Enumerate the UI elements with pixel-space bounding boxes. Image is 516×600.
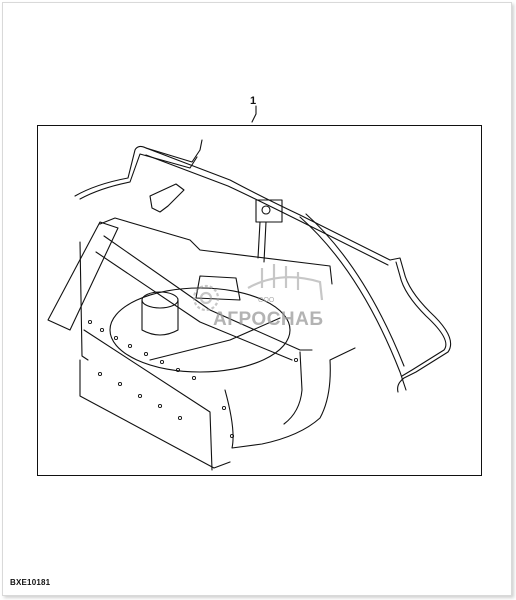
spindle [141,299,179,336]
spindle-hub [141,291,179,309]
callout-number: 1 [250,95,257,107]
valve-knob [261,205,271,215]
tube-upper-inner [79,153,198,200]
tube-drop-inner [395,261,447,377]
figure-frame [37,125,482,476]
deck-side [83,329,213,471]
tube-drop [389,257,452,393]
page-sheet [2,2,512,596]
watermark-emblem [192,264,324,312]
blade-disc [109,287,291,373]
tube-right [299,216,407,391]
bolt-row [87,319,299,439]
deck-skirt [79,359,231,469]
callout-leader [251,105,257,123]
deck-arm [103,235,313,351]
figure-code: BXE10181 [10,578,51,587]
deck-top [99,217,333,285]
tube-main-inner [145,154,389,266]
deck-right-housing [224,347,356,449]
valve-block [255,199,283,223]
tube-bracket [149,183,185,213]
deck-left-panel [47,221,119,331]
tube-right-inner [305,213,405,367]
valve-rod [257,221,267,263]
deck-right-rim [283,351,303,425]
deck-arm-lower [95,251,293,361]
tube-upper [74,139,203,197]
blade [149,317,281,361]
watermark-prefix: ООО [258,297,275,304]
tube-main [145,147,391,261]
watermark-brand: АГРОСНАБ [213,309,324,330]
deck-front-left [79,241,89,361]
